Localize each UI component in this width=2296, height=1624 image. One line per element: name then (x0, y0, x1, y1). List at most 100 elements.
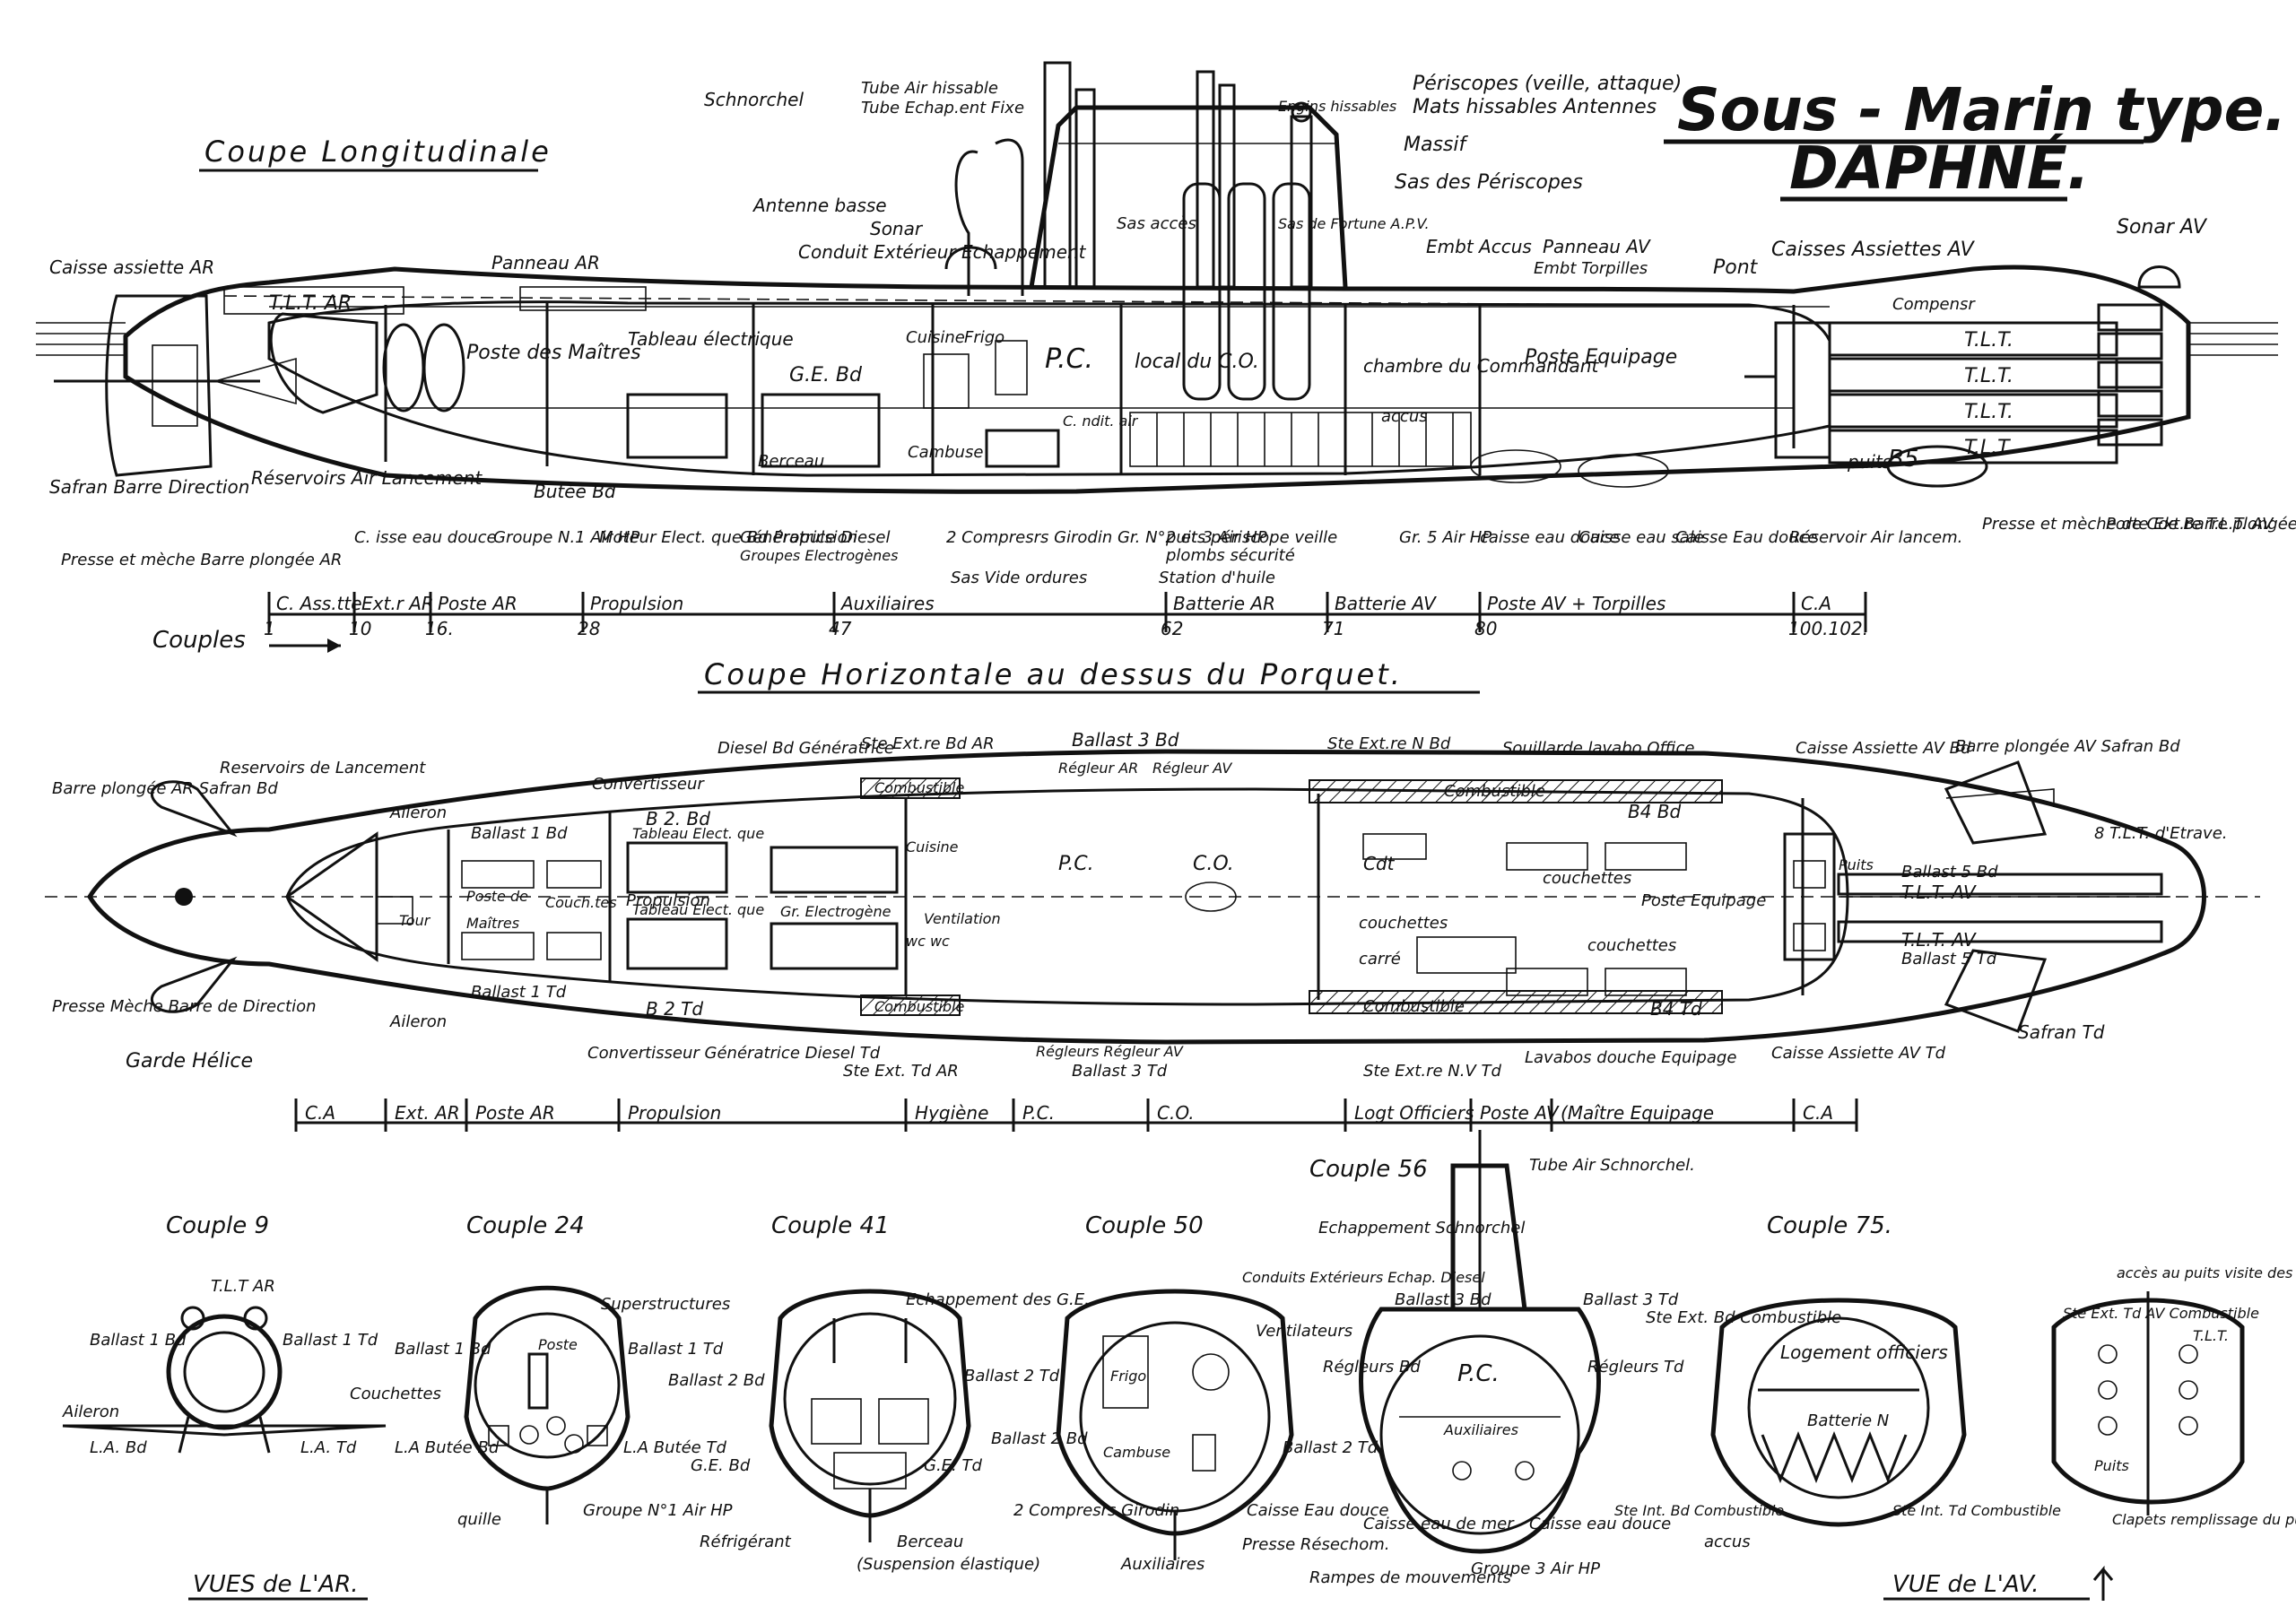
hlabel-carre: carré (1359, 950, 1401, 968)
c24-la-td: L.A Butée Td (623, 1438, 726, 1457)
hlabel-caisse-assiette-avtd: Caisse Assiette AV Td (1771, 1044, 1946, 1063)
hlabel-wc: wc wc (906, 933, 950, 950)
c56-pc: P.C. (1457, 1360, 1500, 1387)
hlabel-tlt-av-1: T.L.T. AV (1901, 881, 1977, 903)
label-sonar: Sonar (870, 218, 924, 239)
label-poste-maitres: Poste des Maîtres (466, 342, 641, 364)
c41-refrig: Réfrigérant (700, 1533, 792, 1551)
label-groupe-n1: Groupe N.1 Air HP (493, 528, 639, 547)
bulkheads (384, 303, 1796, 475)
label-periscopes: Périscopes (veille, attaque) (1413, 73, 1682, 95)
label-antenne: Antenne basse (752, 195, 887, 216)
c24-quille: quille (457, 1510, 501, 1529)
label-gr5: Gr. 5 Air HP (1399, 528, 1492, 547)
sonar-dome (944, 246, 997, 270)
hlabel-barre-plongee-av: Barre plongée AV Safran Bd (1955, 737, 2180, 756)
hlabel-ballast1bd: Ballast 1 Bd (471, 824, 568, 843)
hlabel-b2td: B 2 Td (646, 998, 703, 1020)
label-caisse-eau-douce-3: Caisse Eau douce (1675, 528, 1818, 547)
c75-ste-int-bd: Ste Int. Bd Combustible (1614, 1502, 1784, 1519)
c24-super: Superstructures (601, 1295, 730, 1314)
hlabel-couchettes-small: Couch.tes (545, 894, 617, 911)
stern-gear (54, 286, 647, 477)
vav-ste-ext: Ste Ext. Td AV Combustible (2063, 1305, 2259, 1322)
label-pont: Pont (1713, 256, 1759, 279)
label-safran: Safran Barre Direction (49, 476, 249, 498)
c41-suspension: (Suspension élastique) (857, 1555, 1040, 1574)
label-massif: Massif (1404, 134, 1468, 156)
title-line-1: Sous - Marin type. (1677, 75, 2287, 144)
hlabel-gr-electro: Gr. Electrogène (780, 903, 891, 920)
label-caisses-assiettes-av: Caisses Assiettes AV (1771, 239, 1976, 261)
long-band-label: Poste AV + Torpilles (1487, 593, 1665, 614)
hlabel-ste-ext-td-ar: Ste Ext. Td AR (843, 1062, 959, 1081)
label-reservoir-air: Réservoir Air lancem. (1789, 528, 1962, 547)
hlabel-safran-td: Safran Td (2018, 1021, 2105, 1043)
long-band-frame-number: 16. (425, 618, 454, 639)
label-c-ndit: C. ndit. air (1063, 413, 1139, 430)
hlabel-ballast3td: Ballast 3 Td (1072, 1062, 1168, 1081)
label-tlt-ar: T.L.T. AR (269, 292, 352, 315)
hlabel-ballast1td: Ballast 1 Td (471, 983, 567, 1002)
label-groupes-elec: Groupes Electrogènes (740, 547, 898, 564)
long-band-frame-number: 28 (578, 618, 600, 639)
hlabel-regleur-av: Régleur AV (1152, 760, 1232, 777)
horiz-band-label: C.O. (1157, 1102, 1195, 1124)
horizontal-section: Coupe Horizontale au dessus du Porquet. (45, 657, 2260, 1132)
c50-frigo: Frigo (1110, 1368, 1146, 1385)
hlabel-b4td: B4 Td (1650, 998, 1702, 1020)
hlabel-reservoirs: Reservoirs de Lancement (220, 759, 426, 777)
couple-56-section: Tube Air Schnorchel. Echappement Schnorc… (1309, 1130, 1695, 1587)
hlabel-cuisine: Cuisine (906, 838, 959, 855)
c41-berceau: Berceau (897, 1533, 963, 1551)
long-band-label: Ext.r AR (361, 593, 434, 614)
c9-ballast-1: Ballast 1 Bd (90, 1331, 187, 1350)
massif-sail (1029, 105, 1348, 288)
long-band-label: C. Ass.tte (276, 593, 362, 614)
label-conduit: Conduit Extérieur Echappement (798, 241, 1087, 263)
label-local-co: local du C.O. (1135, 351, 1259, 373)
hull-outline (123, 265, 2191, 494)
c41-ge-td: G.E. Td (924, 1456, 982, 1475)
label-tlt-1: T.L.T. (1964, 329, 2013, 352)
hlabel-poste-equipage: Poste Equipage (1641, 891, 1766, 910)
c75-batterie: Batterie N (1807, 1411, 1889, 1430)
horizontal-title: Coupe Horizontale au dessus du Porquet. (704, 657, 1403, 691)
couple-41-section: Echappement des G.E. Ballast 2 Bd Ballas… (668, 1289, 1090, 1574)
fuel-td-ar (860, 994, 961, 1016)
c56-caisse-2: Caisse eau douce (1529, 1515, 1671, 1533)
hlabel-couchettes-1: couchettes (1543, 869, 1631, 888)
hlabel-pc: P.C. (1058, 853, 1094, 875)
c56-regleurs-bd: Régleurs Bd (1323, 1358, 1421, 1376)
longitudinal-section: Coupe Longitudinale (36, 61, 2296, 654)
label-engins: Engins hissables (1278, 98, 1396, 115)
label-tube-echap: Tube Echap.ent Fixe (861, 99, 1024, 117)
label-puits: puits (1847, 451, 1892, 473)
periscope-sas (1182, 182, 1311, 401)
hlabel-poste-de: Poste de (466, 888, 528, 905)
label-sas-vide: Sas Vide ordures (951, 569, 1087, 587)
c56-echap: Echappement Schnorchel (1318, 1219, 1525, 1238)
c50-ballast-td: Ballast 2 Td (1283, 1438, 1378, 1457)
masts (954, 61, 1313, 296)
label-presse-meche: Presse et mèche Barre plongée AR (61, 551, 342, 569)
label-pc: P.C. (1045, 343, 1093, 375)
horiz-band-label: C.A (1803, 1102, 1833, 1124)
hlabel-presse-meche: Presse Mèche Barre de Direction (52, 997, 317, 1016)
horiz-band-label: Poste AR (475, 1102, 555, 1124)
label-presse-av: Presse et mèche de Cde Barre plongée AV (1982, 515, 2296, 534)
label-embt-torpilles: Embt Torpilles (1534, 259, 1648, 278)
hlabel-lavabos: Lavabos douche Equipage (1525, 1048, 1736, 1067)
vue-av-section: Ste Ext. Td AV Combustible accès au puit… (2051, 1264, 2296, 1528)
vues-ar-label: VUES de L'AR. (193, 1571, 359, 1598)
vav-tlt: T.L.T. (2193, 1327, 2229, 1344)
label-chambre: chambre du Commandant (1363, 355, 1599, 377)
long-band-frame-number: 47 (829, 618, 852, 639)
long-band-frame-number: 62 (1161, 618, 1183, 639)
label-porte-ext: Porte Ext.re T.L.T. AV (2106, 515, 2274, 534)
couple-75-section: Ste Ext. Bd Combustible Logement officie… (1614, 1298, 2061, 1551)
hlabel-btlt: 8 T.L.T. d'Etrave. (2094, 824, 2228, 843)
vav-puits: Puits (2094, 1457, 2129, 1474)
horizontal-labels: Barre plongée AR Safran Bd Reservoirs de… (52, 729, 2228, 1081)
